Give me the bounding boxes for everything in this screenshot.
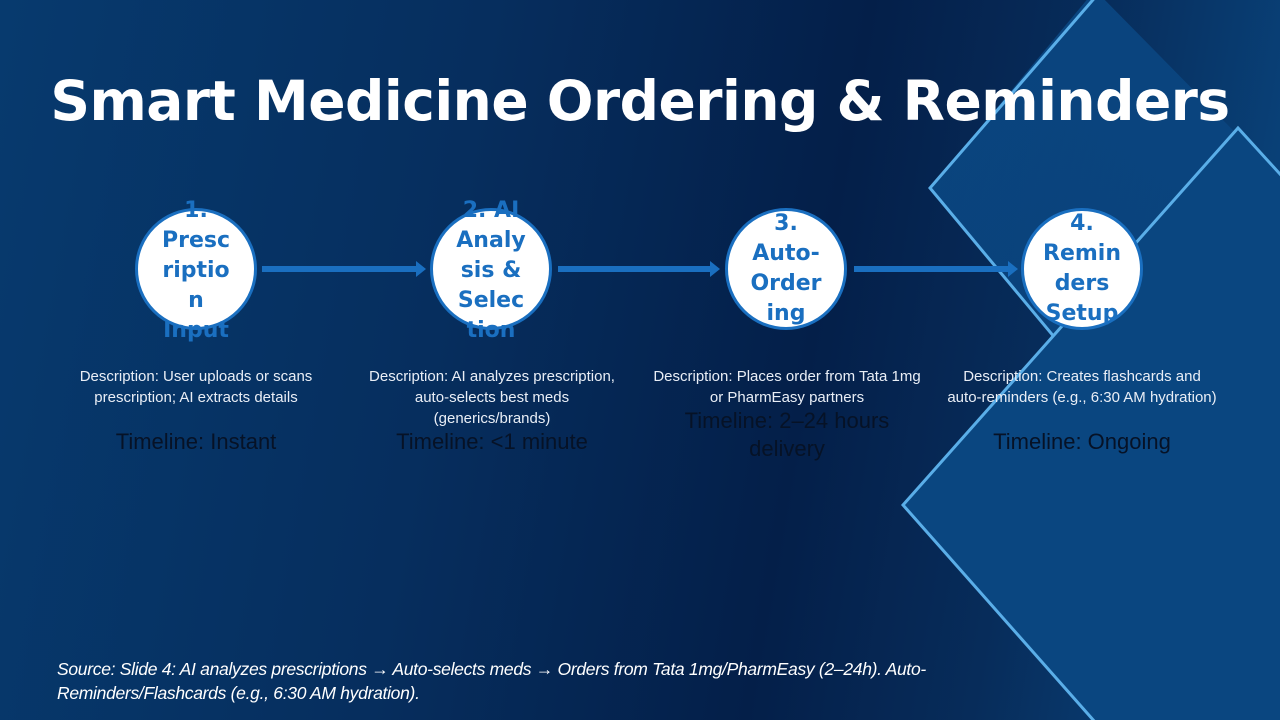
step-label-4: 4. Remin ders Setup [1017,209,1147,329]
step-circle-4 [1021,208,1143,330]
step-circle-3 [725,208,847,330]
step-description-4: Description: Creates flashcards and auto… [947,368,1217,406]
step-label-line: 3. [774,211,798,236]
step-description-1: Description: User uploads or scans presc… [79,368,313,406]
step-timeline-4: Timeline: Ongoing [993,429,1171,454]
step-label-line: Remin [1043,241,1121,266]
step-label-line: Auto- [752,241,820,266]
step-label-2: 2. AI Analy sis & Selec tion [426,196,556,346]
step-label-line: Analy [456,228,526,253]
step-label-line: Setup [1045,301,1119,326]
flow-arrow-2-to-3 [558,261,720,277]
step-label-line: sis & [460,258,522,283]
source-note: Source: Slide 4: AI analyzes prescriptio… [57,659,926,703]
step-timeline-2: Timeline: <1 minute [396,429,588,454]
step-description-2: Description: AI analyzes prescription, a… [369,368,615,427]
step-label-line: ing [766,301,806,326]
step-label-line: n [188,288,204,313]
step-label-1: 1. Presc riptio n Input [131,196,261,346]
step-label-line: 2. AI [462,198,520,223]
step-label-line: tion [466,318,516,343]
step-circle-2 [430,208,552,330]
step-circle-1 [135,208,257,330]
step-label-line: Selec [457,288,525,313]
step-label-line: Presc [161,228,231,253]
step-timeline-1: Timeline: Instant [115,429,277,454]
step-label-line: riptio [162,258,230,283]
step-label-line: Input [163,318,229,343]
diamond-shape-front [903,128,1280,720]
flow-arrow-3-to-4 [854,261,1018,277]
slide-title: Smart Medicine Ordering & Reminders [50,69,1230,133]
step-label-line: 4. [1070,211,1094,236]
step-label-3: 3. Auto- Order ing [721,209,851,329]
step-label-line: Order [750,271,822,296]
step-timeline-3: Timeline: 2–24 hours delivery [684,408,890,461]
step-description-3: Description: Places order from Tata 1mg … [653,368,921,406]
flow-arrow-1-to-2 [262,261,426,277]
step-label-line: ders [1054,271,1110,296]
step-label-line: 1. [184,198,208,223]
